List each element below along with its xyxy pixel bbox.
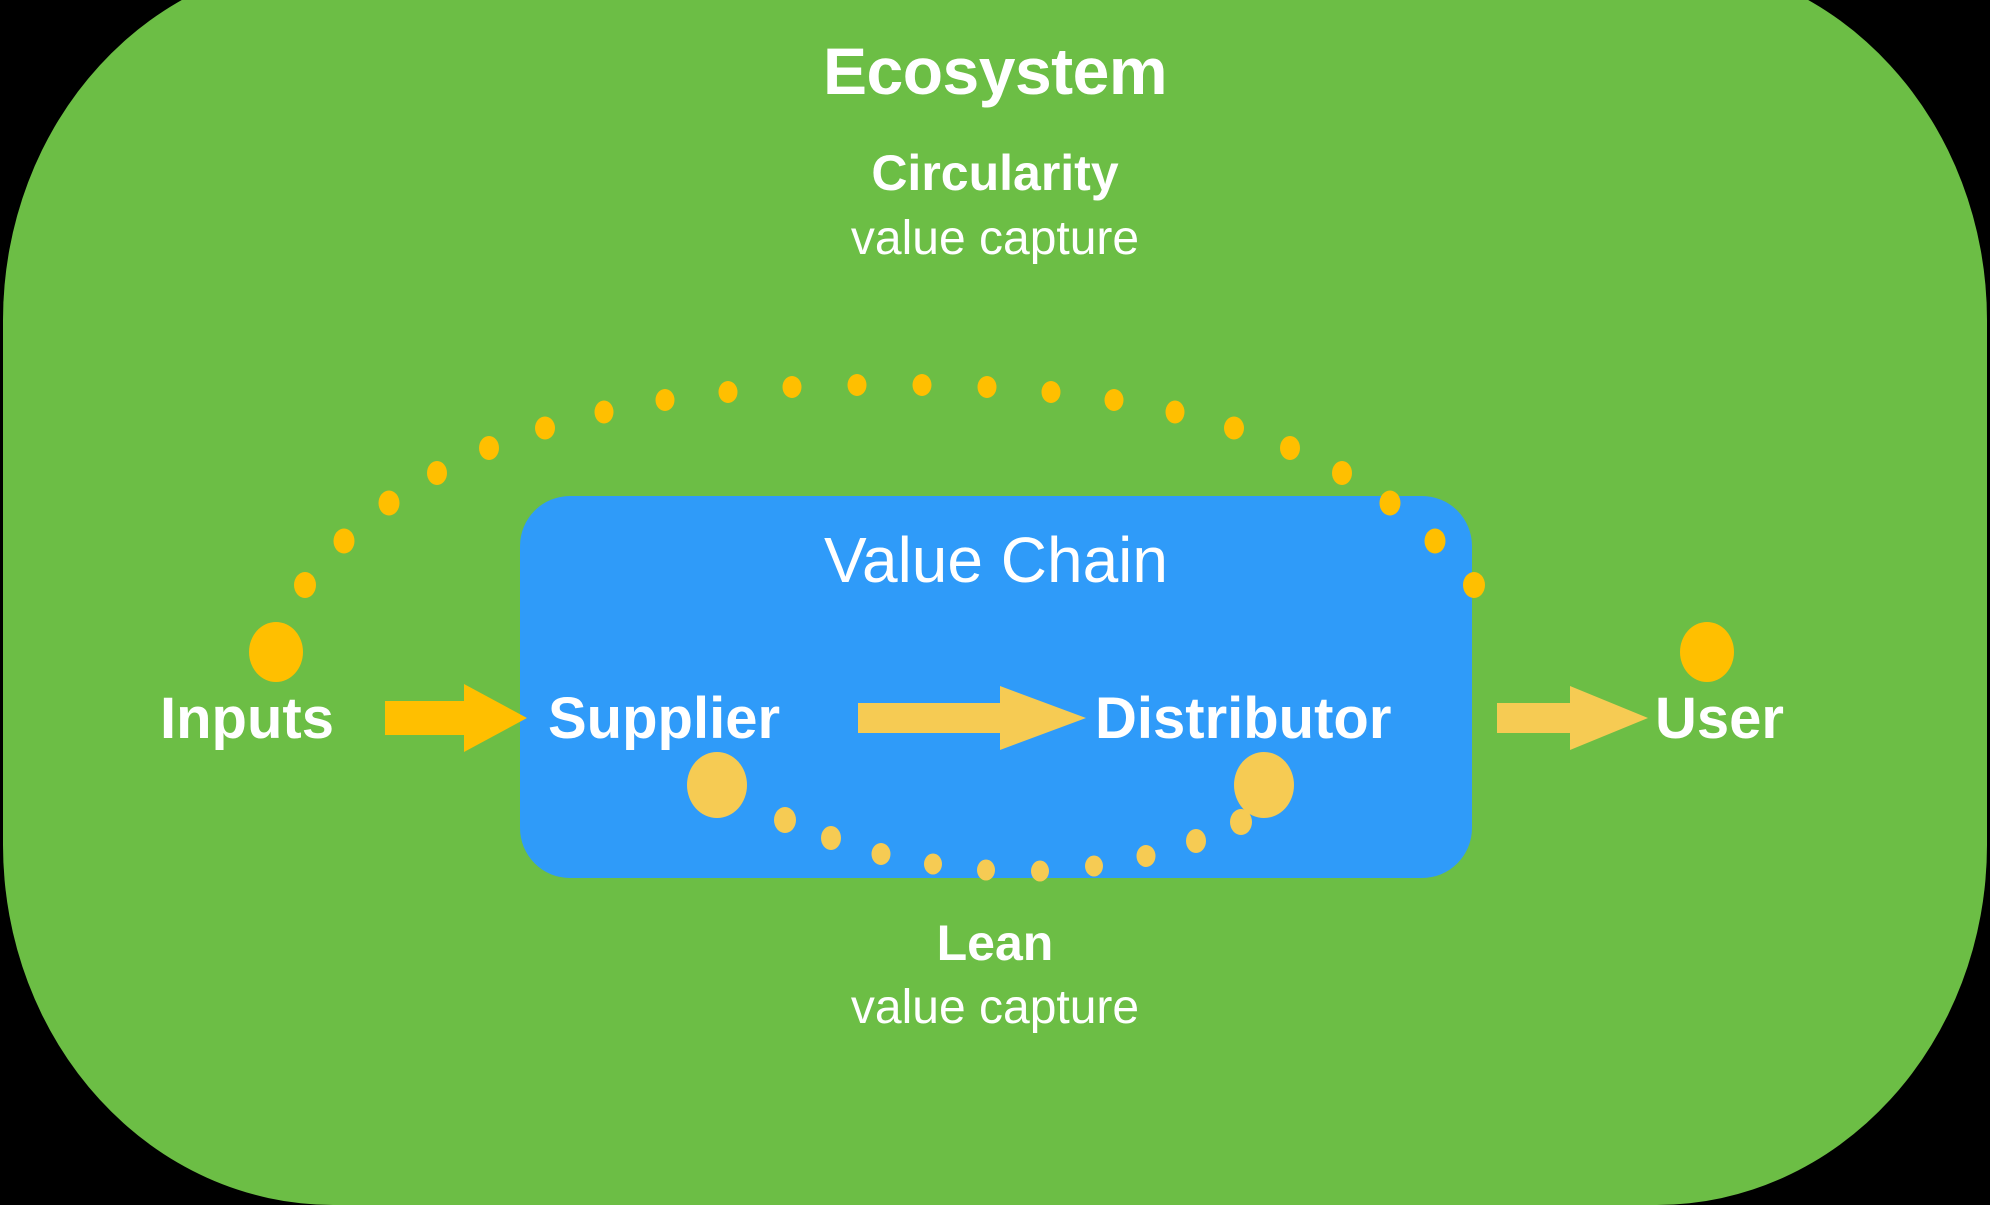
circularity-label: Circularity: [871, 145, 1119, 201]
node-label-inputs: Inputs: [160, 686, 334, 751]
value-chain-container: [520, 496, 1472, 878]
circularity-sublabel: value capture: [850, 212, 1140, 265]
node-label-user: User: [1655, 686, 1784, 751]
ecosystem-title: Ecosystem: [822, 34, 1168, 108]
value-chain-title: Value Chain: [824, 524, 1168, 596]
node-label-distributor: Distributor: [1095, 686, 1392, 751]
lean-sublabel: value capture: [850, 981, 1140, 1034]
lean-label: Lean: [936, 915, 1054, 971]
node-label-supplier: Supplier: [548, 686, 781, 751]
diagram-canvas: Ecosystem Circularity value capture Valu…: [3, 0, 1987, 1205]
